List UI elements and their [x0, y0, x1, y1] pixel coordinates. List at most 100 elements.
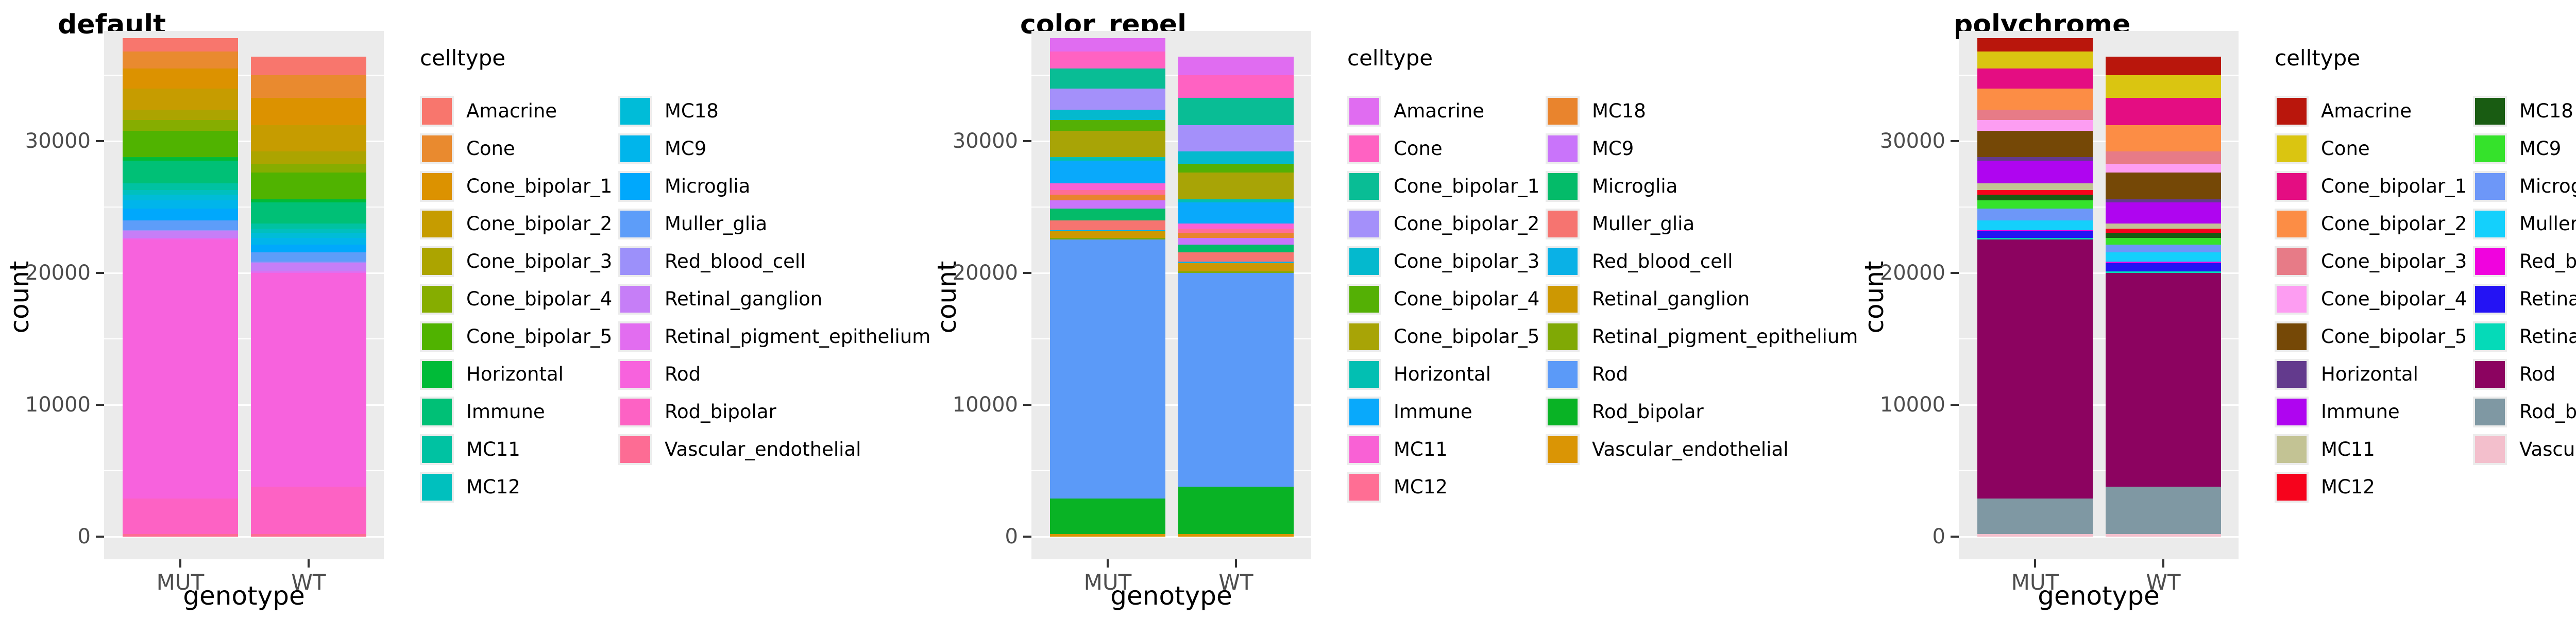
bar-segment-MC9 [1050, 200, 1165, 209]
x-tick-label-WT: WT [291, 570, 326, 595]
bar-segment-Immune [251, 202, 366, 224]
legend-key-Immune [1347, 397, 1381, 427]
bar-segment-MC12 [1178, 229, 1294, 233]
y-tick-label: 0 [1005, 525, 1018, 548]
bar-segment-Muller_glia [2106, 252, 2221, 262]
y-tick-mark [1023, 404, 1031, 406]
bar-segment-Vascular_endothelial [123, 534, 238, 537]
bar-segment-Cone_bipolar_2 [1178, 125, 1294, 152]
gridline-minor [1959, 338, 2239, 339]
bar-segment-Muller_glia [123, 220, 238, 230]
bar-segment-Cone_bipolar_1 [123, 68, 238, 89]
y-tick-mark [1951, 404, 1959, 406]
gridline-minor [1959, 75, 2239, 76]
legend-swatch-Vascular_endothelial [1548, 436, 1578, 463]
bar-segment-MC12 [1977, 190, 2093, 195]
bar-segment-Muller_glia [1977, 220, 2093, 230]
legend-swatch-MC18 [1548, 98, 1578, 125]
bar-segment-Cone_bipolar_5 [123, 130, 238, 157]
legend-swatch-Muller_glia [620, 211, 650, 237]
bar-segment-Amacrine [1977, 38, 2093, 52]
legend-label-Cone_bipolar_3: Cone_bipolar_3 [1394, 250, 1540, 272]
x-tick-label-MUT: MUT [2011, 570, 2059, 595]
gridline-minor [1031, 470, 1311, 471]
legend-label-Cone_bipolar_1: Cone_bipolar_1 [1394, 175, 1540, 197]
legend-title: celltype [420, 45, 506, 71]
gridline-major [1959, 404, 2239, 406]
bar-segment-Cone_bipolar_3 [2106, 151, 2221, 164]
y-tick-mark [1951, 536, 1959, 538]
bar-segment-Rod [1178, 273, 1294, 487]
bar-segment-Cone_bipolar_5 [251, 173, 366, 199]
bar-segment-Rod [1977, 239, 2093, 499]
legend-key-MC18 [1546, 96, 1580, 127]
legend-key-Cone_bipolar_5 [420, 321, 454, 352]
bar-segment-Retinal_pigment_epithelium [2106, 271, 2221, 273]
legend-key-MC18 [2473, 96, 2507, 127]
y-tick-mark [96, 272, 104, 274]
legend-label-Amacrine: Amacrine [2321, 100, 2412, 122]
bar-segment-Retinal_ganglion [1977, 231, 2093, 238]
legend-key-MC11 [2275, 434, 2309, 465]
legend-swatch-MC11 [422, 436, 452, 463]
y-tick-label: 10000 [952, 393, 1018, 417]
bar-segment-MC12 [1050, 190, 1165, 195]
bar-segment-Retinal_pigment_epithelium [123, 238, 238, 240]
y-tick-mark [1951, 140, 1959, 142]
legend-swatch-Retinal_ganglion [620, 286, 650, 313]
bar-segment-MC18 [1050, 194, 1165, 201]
legend-label-Rod_bipolar: Rod_bipolar [665, 401, 776, 423]
legend-label-Muller_glia: Muller_glia [1592, 213, 1695, 235]
legend-key-Retinal_ganglion [2473, 284, 2507, 315]
legend-key-Vascular_endothelial [2473, 434, 2507, 465]
legend-swatch-MC12 [422, 474, 452, 501]
legend-label-Retinal_ganglion: Retinal_ganglion [1592, 288, 1750, 310]
legend-label-Cone_bipolar_5: Cone_bipolar_5 [466, 325, 613, 348]
legend-key-MC9 [2473, 133, 2507, 164]
bar-segment-Immune [2106, 202, 2221, 224]
legend-label-Cone_bipolar_3: Cone_bipolar_3 [2321, 250, 2467, 272]
y-tick-mark [1023, 536, 1031, 538]
bar-segment-Amacrine [1178, 57, 1294, 75]
legend-label-Amacrine: Amacrine [466, 100, 557, 122]
x-tick-label-MUT: MUT [156, 570, 205, 595]
gridline-major [1959, 140, 2239, 142]
bar-segment-Immune [1050, 161, 1165, 183]
bar-segment-Red_blood_cell [123, 230, 238, 232]
legend-label-Cone_bipolar_2: Cone_bipolar_2 [2321, 213, 2467, 235]
legend-key-Cone [1347, 133, 1381, 164]
legend-key-Muller_glia [2473, 209, 2507, 239]
legend-swatch-Amacrine [2277, 98, 2307, 125]
legend-swatch-Retinal_pigment_epithelium [620, 323, 650, 350]
bar-segment-Immune [123, 161, 238, 183]
legend-swatch-Amacrine [1349, 98, 1379, 125]
bar-segment-Cone_bipolar_2 [251, 125, 366, 152]
legend-swatch-Cone [1349, 135, 1379, 162]
legend-swatch-Rod [620, 361, 650, 388]
bar-segment-Retinal_pigment_epithelium [1050, 238, 1165, 240]
bar-segment-MC9 [123, 200, 238, 209]
bar-segment-Red_blood_cell [251, 262, 366, 264]
legend-swatch-Immune [2277, 399, 2307, 425]
bar-segment-MC12 [2106, 229, 2221, 233]
legend-swatch-Cone [2277, 135, 2307, 162]
legend-label-MC11: MC11 [1394, 438, 1448, 460]
legend-swatch-Microglia [1548, 173, 1578, 200]
bar-segment-MC9 [1977, 200, 2093, 209]
bar-segment-Microglia [123, 208, 238, 220]
gridline-major [104, 140, 384, 142]
bar-segment-Microglia [251, 244, 366, 253]
bar-segment-Vascular_endothelial [251, 534, 366, 537]
legend-label-Horizontal: Horizontal [466, 363, 564, 385]
bar-segment-Cone_bipolar_1 [2106, 97, 2221, 126]
x-tick-label-MUT: MUT [1083, 570, 1132, 595]
legend-label-Cone_bipolar_4: Cone_bipolar_4 [466, 288, 613, 310]
bar-segment-Muller_glia [251, 252, 366, 262]
legend-swatch-Cone_bipolar_2 [2277, 211, 2307, 237]
legend-label-Immune: Immune [1394, 401, 1472, 423]
legend-key-Rod_bipolar [2473, 397, 2507, 427]
bar-segment-Cone_bipolar_4 [123, 120, 238, 131]
y-tick-mark [96, 536, 104, 538]
legend-swatch-Muller_glia [1548, 211, 1578, 237]
legend-key-Muller_glia [618, 209, 652, 239]
